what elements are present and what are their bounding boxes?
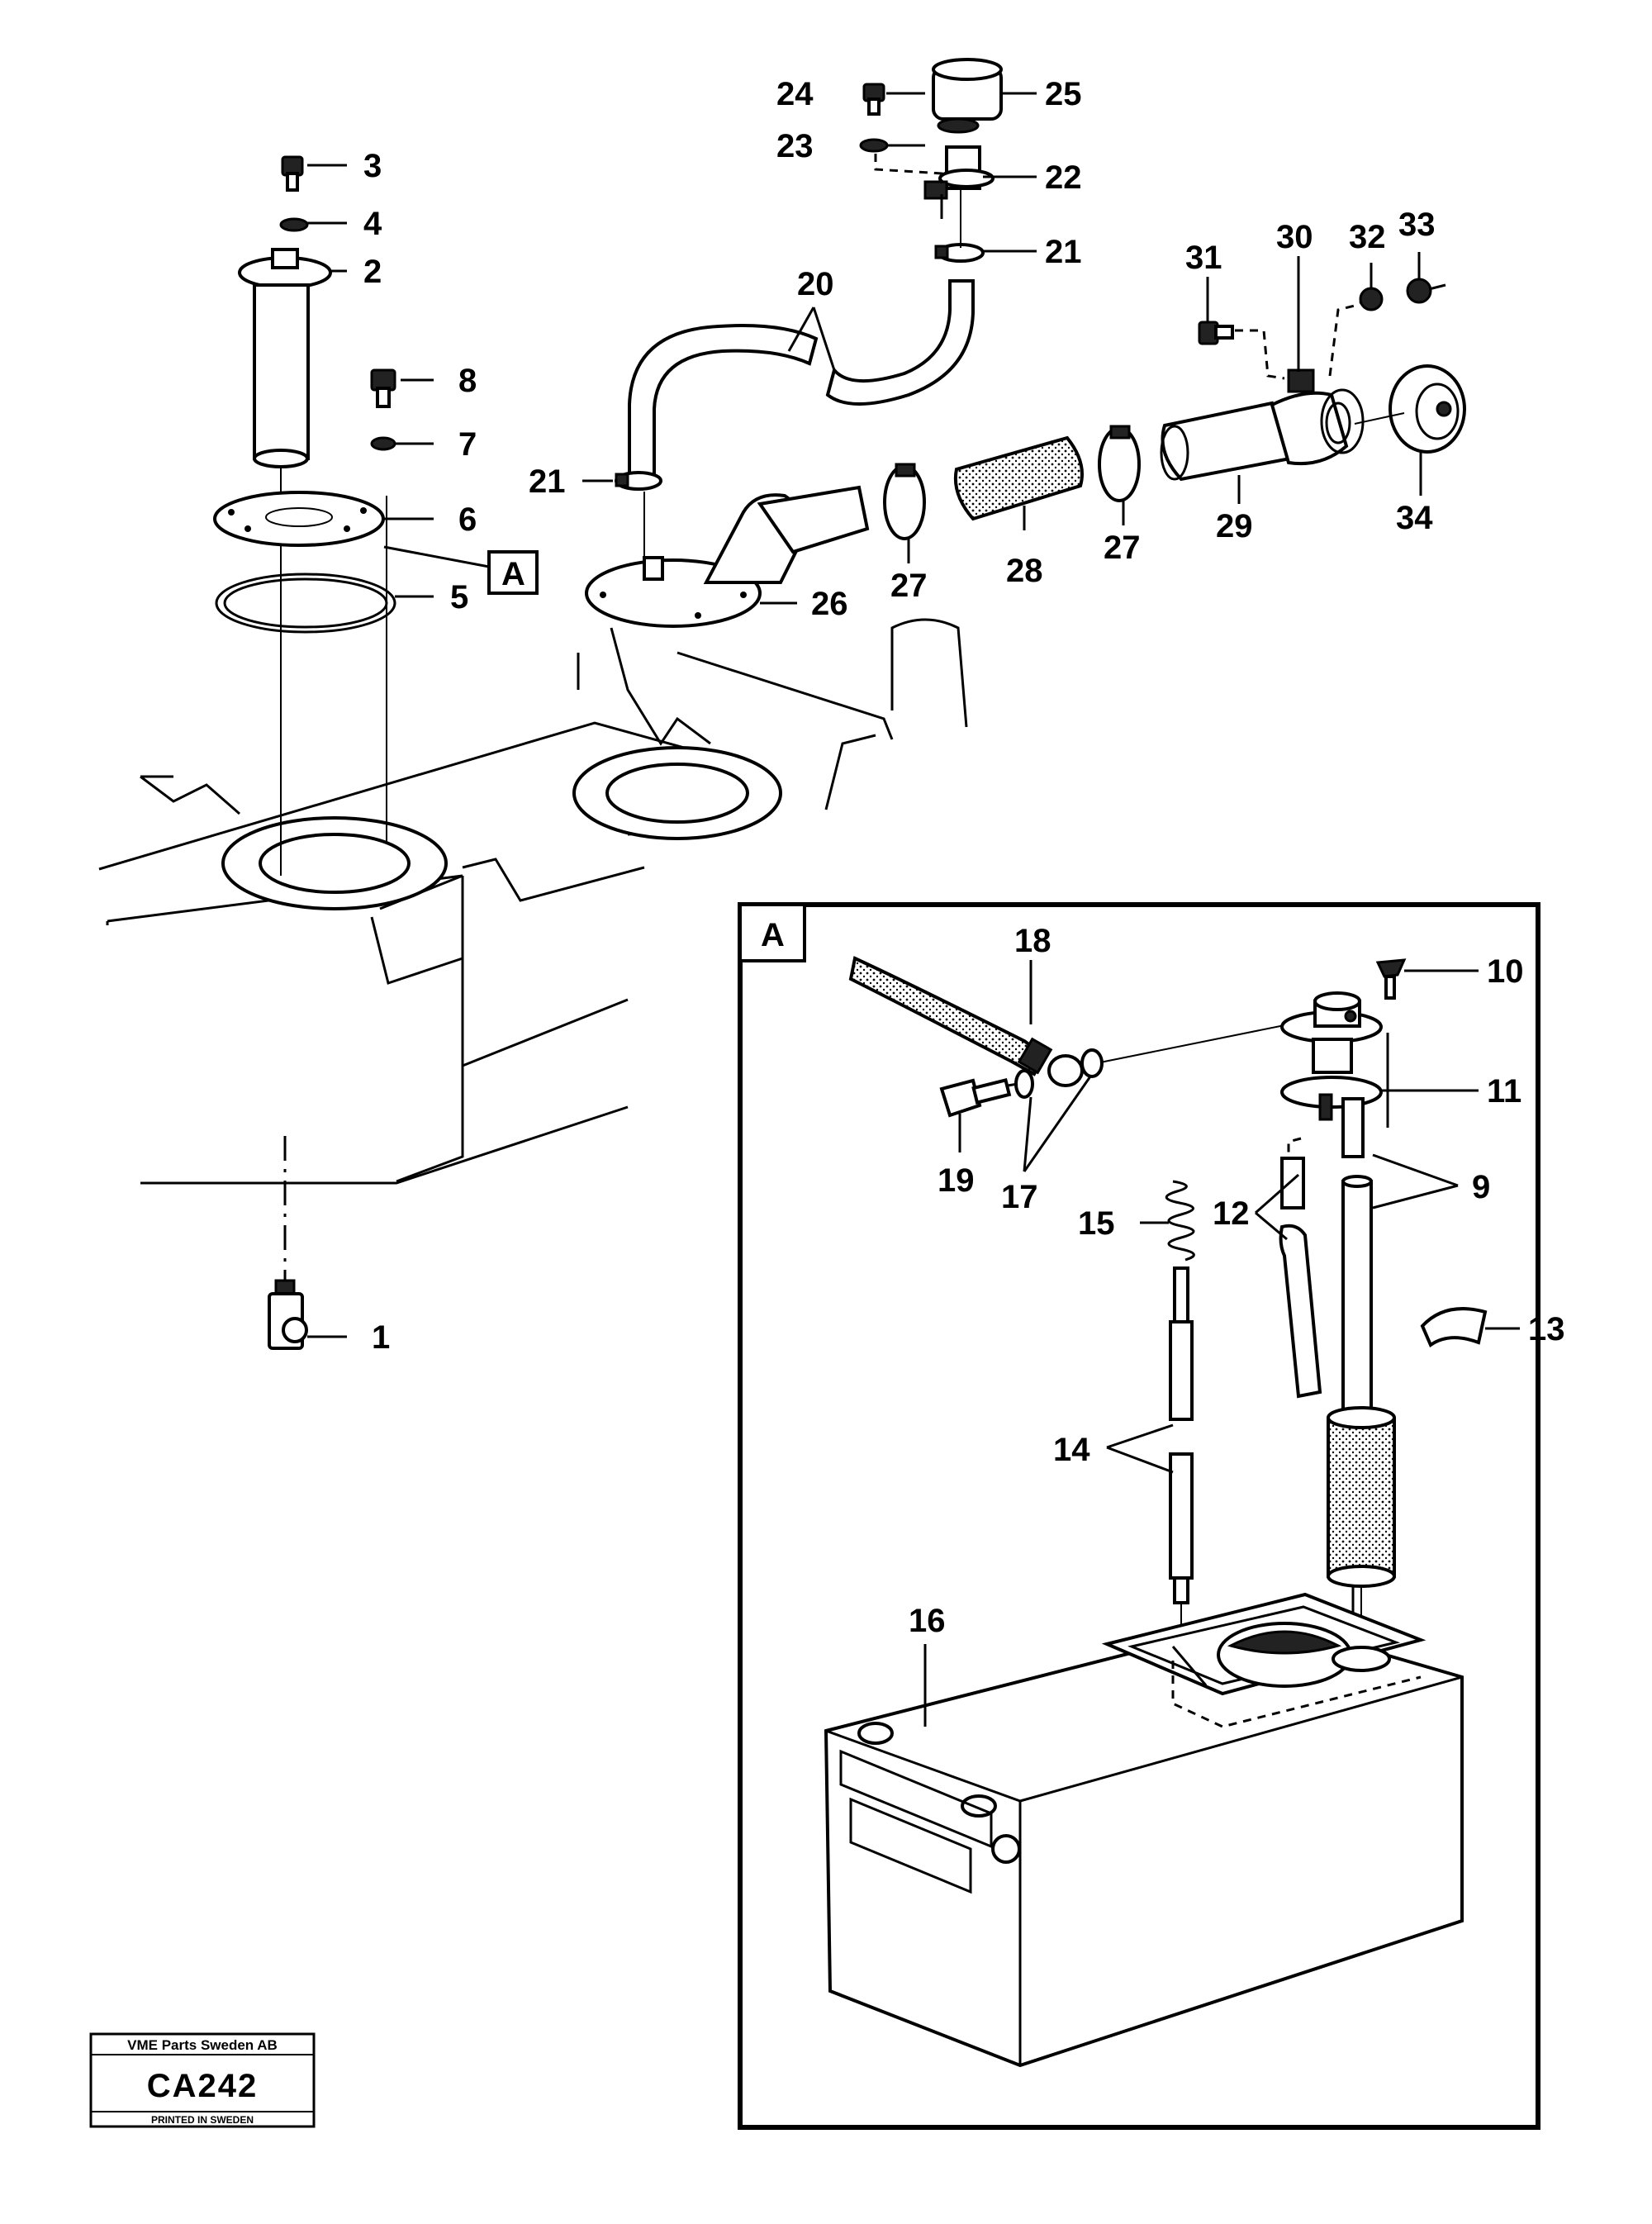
callout-19: 19	[938, 1162, 975, 1199]
filler-neck-assembly	[585, 58, 1466, 628]
title-printed: PRINTED IN SWEDEN	[151, 2114, 254, 2126]
washer-part-7	[370, 436, 396, 451]
detail-inset-label: A	[761, 917, 785, 953]
hose-part-18	[848, 956, 1053, 1076]
callout-27b: 27	[1104, 530, 1141, 566]
nut-part-33	[1406, 278, 1432, 304]
filler-cap-part-34	[1389, 364, 1466, 454]
drain-plug-part-1	[268, 1136, 308, 1350]
callout-24: 24	[776, 76, 814, 112]
hose-clamp-part-21-lower	[615, 471, 662, 491]
detail-ref-a	[487, 550, 539, 595]
title-company: VME Parts Sweden AB	[127, 2037, 278, 2053]
callout-8: 8	[458, 363, 477, 399]
callout-25: 25	[1045, 76, 1082, 112]
bolt-part-31	[1198, 321, 1285, 380]
callout-23: 23	[776, 128, 814, 164]
strainer-filter	[1327, 1406, 1396, 1648]
callout-29: 29	[1216, 508, 1253, 544]
callout-2: 2	[363, 254, 382, 290]
callout-27a: 27	[890, 568, 928, 604]
breather-cap-part-25	[932, 58, 1003, 134]
callout-21b: 21	[1045, 234, 1082, 270]
housing-part-16	[824, 1592, 1464, 2068]
rubber-hose-part-28	[953, 435, 1084, 521]
callout-30: 30	[1276, 219, 1313, 255]
detail-ref-label: A	[501, 556, 525, 592]
callout-32: 32	[1349, 219, 1386, 255]
filler-pipe-part-29	[1160, 388, 1365, 482]
banjo-bolt-part-19	[939, 1077, 1018, 1118]
screw-part-24	[862, 83, 885, 116]
breather-valve-part-22	[923, 145, 995, 219]
callout-labels: 1 2 3 4 5 6 7 8 9 10 11 12 13 14 15 16 1…	[363, 76, 1565, 1639]
callout-33: 33	[1398, 207, 1436, 243]
callout-10: 10	[1487, 953, 1524, 990]
callout-31: 31	[1185, 240, 1222, 276]
sender-unit-assembly	[213, 155, 490, 1350]
callout-28: 28	[1006, 553, 1043, 589]
callout-21a: 21	[529, 463, 566, 500]
bolt-part-8	[370, 368, 396, 408]
callout-22: 22	[1045, 159, 1082, 196]
detail-inset-a	[738, 902, 1540, 2130]
callout-leaders	[307, 92, 1422, 1338]
callout-15: 15	[1078, 1205, 1115, 1242]
callout-11: 11	[1487, 1073, 1521, 1110]
sender-tube-part-2	[238, 248, 332, 468]
title-code: CA242	[147, 2068, 259, 2104]
filler-plate-part-26	[585, 485, 870, 628]
callout-1: 1	[372, 1319, 390, 1356]
callout-20: 20	[797, 266, 834, 302]
fuel-tank-outline	[98, 618, 968, 1185]
callout-6: 6	[458, 501, 477, 538]
spring-part-15	[1165, 1180, 1195, 1262]
callout-5: 5	[450, 579, 468, 615]
callout-13: 13	[1528, 1311, 1565, 1347]
callout-34: 34	[1396, 500, 1433, 536]
callout-16: 16	[909, 1603, 946, 1639]
callout-17: 17	[1001, 1179, 1038, 1215]
callout-12: 12	[1213, 1195, 1250, 1232]
callout-4: 4	[363, 206, 382, 242]
float-rod-part-14	[1169, 1266, 1194, 1677]
cover-plate-part-6	[213, 491, 385, 547]
callout-9: 9	[1472, 1169, 1490, 1205]
clip-part-13	[1420, 1307, 1488, 1348]
screw-part-3	[281, 155, 304, 192]
washer-part-4	[279, 217, 309, 232]
clip-part-30	[1287, 368, 1315, 393]
hose-clamp-part-27-right	[1098, 425, 1141, 502]
callout-14: 14	[1053, 1432, 1090, 1468]
washer-part-32	[1359, 287, 1384, 311]
screw-part-10	[1375, 958, 1407, 1000]
inset-callout-leaders	[923, 960, 1520, 1727]
title-block: VME Parts Sweden AB CA242 PRINTED IN SWE…	[89, 2032, 316, 2128]
sender-head-part-11	[1280, 991, 1389, 1158]
callout-18: 18	[1014, 923, 1051, 959]
hose-clamp-part-27-left	[883, 463, 926, 540]
callout-26: 26	[811, 586, 848, 622]
hose-clamp-part-21-upper	[934, 243, 985, 263]
breather-hose-part-20	[628, 279, 975, 481]
callout-3: 3	[363, 148, 382, 184]
callout-7: 7	[458, 426, 477, 463]
washer-part-23	[859, 138, 889, 153]
seal-ring-part-5	[215, 573, 396, 634]
hose-part-12	[1279, 1137, 1322, 1399]
